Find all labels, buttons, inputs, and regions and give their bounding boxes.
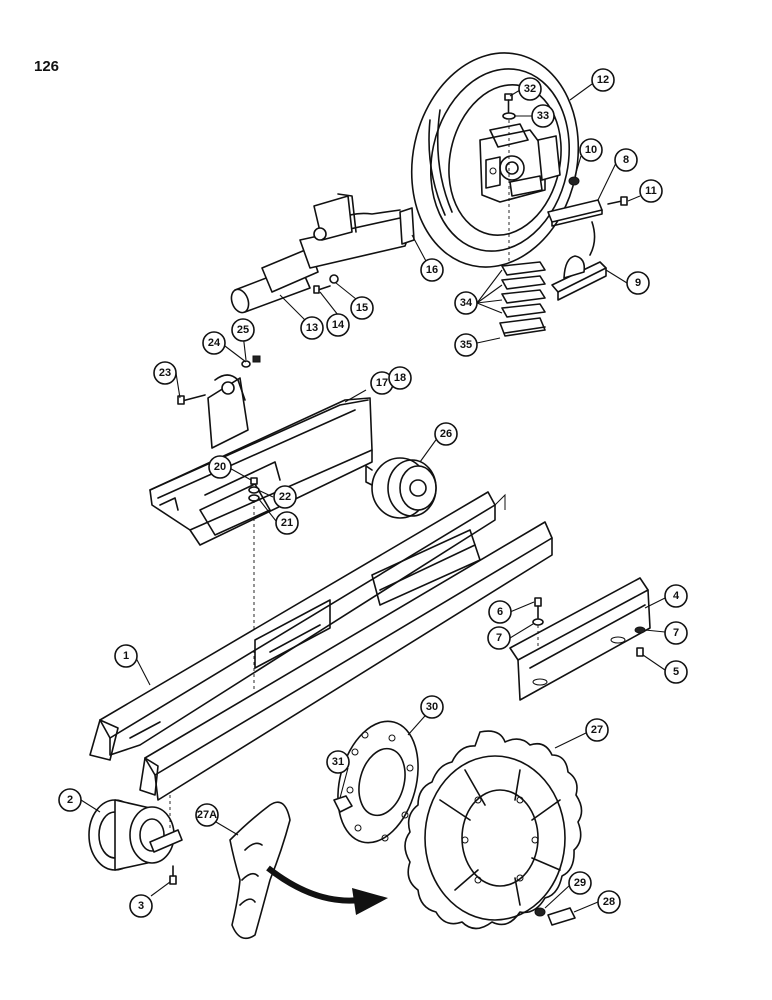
svg-text:25: 25 [237, 324, 249, 336]
bolt [502, 93, 516, 120]
carrier-roller [365, 457, 437, 519]
callout-32: 32 [518, 77, 542, 101]
callout-35: 35 [454, 333, 478, 357]
svg-text:16: 16 [426, 264, 438, 276]
svg-text:29: 29 [574, 877, 586, 889]
track-roller [88, 799, 183, 885]
callout-6: 6 [488, 600, 512, 624]
svg-text:8: 8 [623, 154, 629, 166]
callout-16: 16 [420, 258, 444, 282]
svg-text:30: 30 [426, 701, 438, 713]
svg-text:23: 23 [159, 367, 171, 379]
callout-31: 31 [326, 750, 350, 774]
direction-arrow [266, 865, 388, 915]
callout-1: 1 [114, 644, 138, 668]
callout-29: 29 [568, 871, 592, 895]
svg-text:27: 27 [591, 724, 603, 736]
callout-22: 22 [273, 485, 297, 509]
svg-text:6: 6 [497, 606, 503, 618]
svg-text:35: 35 [460, 339, 472, 351]
callout-30: 30 [420, 695, 444, 719]
page-number: 126 [34, 58, 60, 75]
svg-text:9: 9 [635, 277, 641, 289]
svg-text:26: 26 [440, 428, 452, 440]
svg-text:28: 28 [603, 896, 615, 908]
svg-text:10: 10 [585, 144, 597, 156]
svg-text:7: 7 [496, 632, 502, 644]
svg-text:17: 17 [376, 377, 388, 389]
svg-text:20: 20 [214, 461, 226, 473]
callout-2: 2 [58, 788, 82, 812]
svg-text:1: 1 [123, 650, 129, 662]
callout-11: 11 [639, 179, 663, 203]
callout-26: 26 [434, 422, 458, 446]
callout-10: 10 [579, 138, 603, 162]
recoil-rod [230, 193, 415, 314]
callout-24: 24 [202, 331, 226, 355]
svg-text:24: 24 [208, 337, 221, 349]
svg-text:13: 13 [306, 322, 318, 334]
callout-5: 5 [664, 660, 688, 684]
track-frame [89, 491, 553, 801]
callout-12: 12 [591, 68, 615, 92]
side-plate [509, 577, 651, 701]
svg-text:5: 5 [673, 666, 679, 678]
guard-bolt [248, 477, 260, 502]
callout-9: 9 [626, 271, 650, 295]
svg-text:21: 21 [281, 517, 293, 529]
callout-13: 13 [300, 316, 324, 340]
svg-text:32: 32 [524, 83, 536, 95]
idler-guide [551, 221, 607, 301]
callout-15: 15 [350, 296, 374, 320]
callout-17: 17 [370, 371, 394, 395]
callout-14: 14 [326, 313, 350, 337]
svg-text:14: 14 [332, 319, 345, 331]
callout-28: 28 [597, 890, 621, 914]
callout-33: 33 [531, 104, 555, 128]
sprocket [404, 730, 583, 930]
svg-text:2: 2 [67, 794, 73, 806]
svg-text:7: 7 [673, 627, 679, 639]
shim-stack [499, 261, 546, 337]
svg-text:12: 12 [597, 74, 609, 86]
callout-23: 23 [153, 361, 177, 385]
callout-4: 4 [664, 584, 688, 608]
callout-3: 3 [129, 894, 153, 918]
svg-text:4: 4 [673, 590, 680, 602]
callout-18: 18 [388, 366, 412, 390]
callout-7a: 7 [487, 626, 511, 650]
callout-27: 27 [585, 718, 609, 742]
svg-text:27A: 27A [197, 809, 217, 821]
callout-25: 25 [231, 318, 255, 342]
svg-text:15: 15 [356, 302, 368, 314]
idler-yoke [479, 123, 561, 203]
callout-27a: 27A [195, 803, 219, 827]
callout-21: 21 [275, 511, 299, 535]
sprocket-adapter [333, 720, 419, 844]
svg-text:33: 33 [537, 110, 549, 122]
svg-text:18: 18 [394, 372, 406, 384]
svg-text:34: 34 [460, 297, 473, 309]
track-guard [149, 355, 373, 546]
small-fasteners [313, 274, 339, 294]
svg-text:3: 3 [138, 900, 144, 912]
svg-text:22: 22 [279, 491, 291, 503]
idler-plate [547, 176, 628, 227]
callout-20: 20 [208, 455, 232, 479]
callout-8: 8 [614, 148, 638, 172]
callout-34: 34 [454, 291, 478, 315]
sprocket-segment [229, 801, 291, 940]
svg-text:31: 31 [332, 756, 344, 768]
callout-7b: 7 [664, 621, 688, 645]
svg-text:11: 11 [645, 185, 657, 197]
